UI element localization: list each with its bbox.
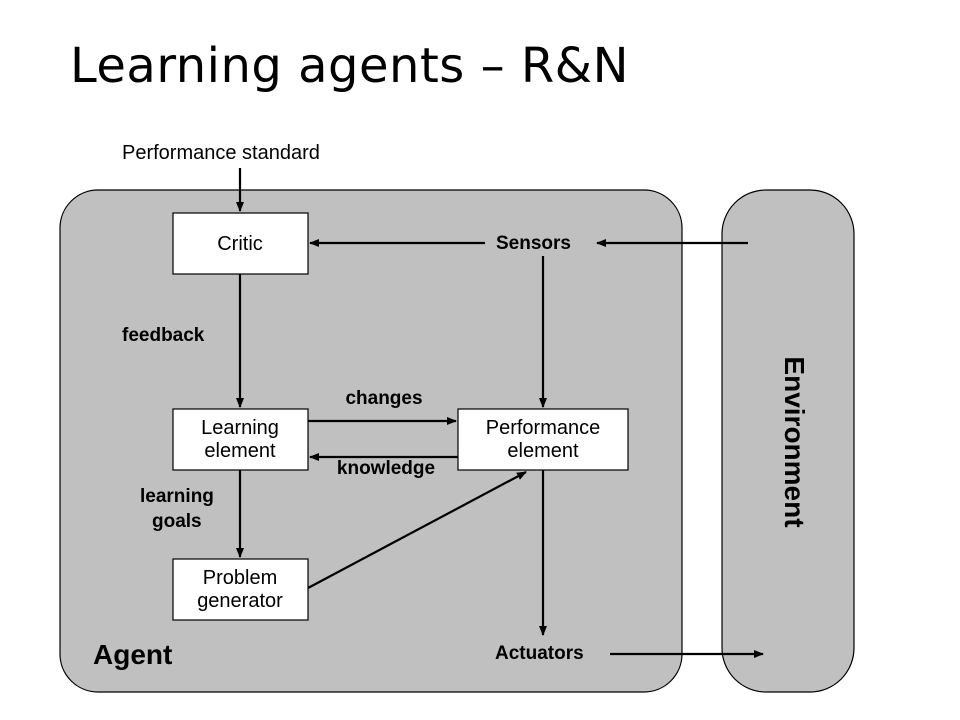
agent-label: Agent bbox=[93, 639, 172, 670]
learning-goals-label-line1: learning bbox=[140, 486, 214, 507]
problem-generator-box bbox=[172, 558, 309, 621]
slide-title: Learning agents – R&N bbox=[70, 38, 630, 94]
learning-element-label-line2: element bbox=[204, 440, 276, 462]
learning-element-label-line1: Learning bbox=[201, 417, 279, 439]
environment-label: Environment bbox=[779, 356, 810, 527]
problem-generator-label-line2: generator bbox=[197, 590, 283, 612]
knowledge-label: knowledge bbox=[337, 458, 435, 479]
actuators-label: Actuators bbox=[495, 643, 584, 664]
problem-generator-label-line1: Problem bbox=[203, 567, 277, 589]
performance-element-label-line2: element bbox=[507, 440, 579, 462]
performance-element-label-line1: Performance bbox=[486, 417, 601, 439]
critic-box bbox=[172, 212, 309, 275]
critic-label: Critic bbox=[217, 233, 263, 255]
feedback-label: feedback bbox=[122, 325, 205, 346]
environment-container bbox=[721, 189, 855, 693]
problem-to-performance-arrow bbox=[307, 471, 527, 589]
sensors-label: Sensors bbox=[496, 233, 571, 254]
learning-goals-label-line2: goals bbox=[152, 511, 202, 532]
performance-standard-label: Performance standard bbox=[122, 142, 320, 164]
changes-label: changes bbox=[345, 388, 422, 409]
